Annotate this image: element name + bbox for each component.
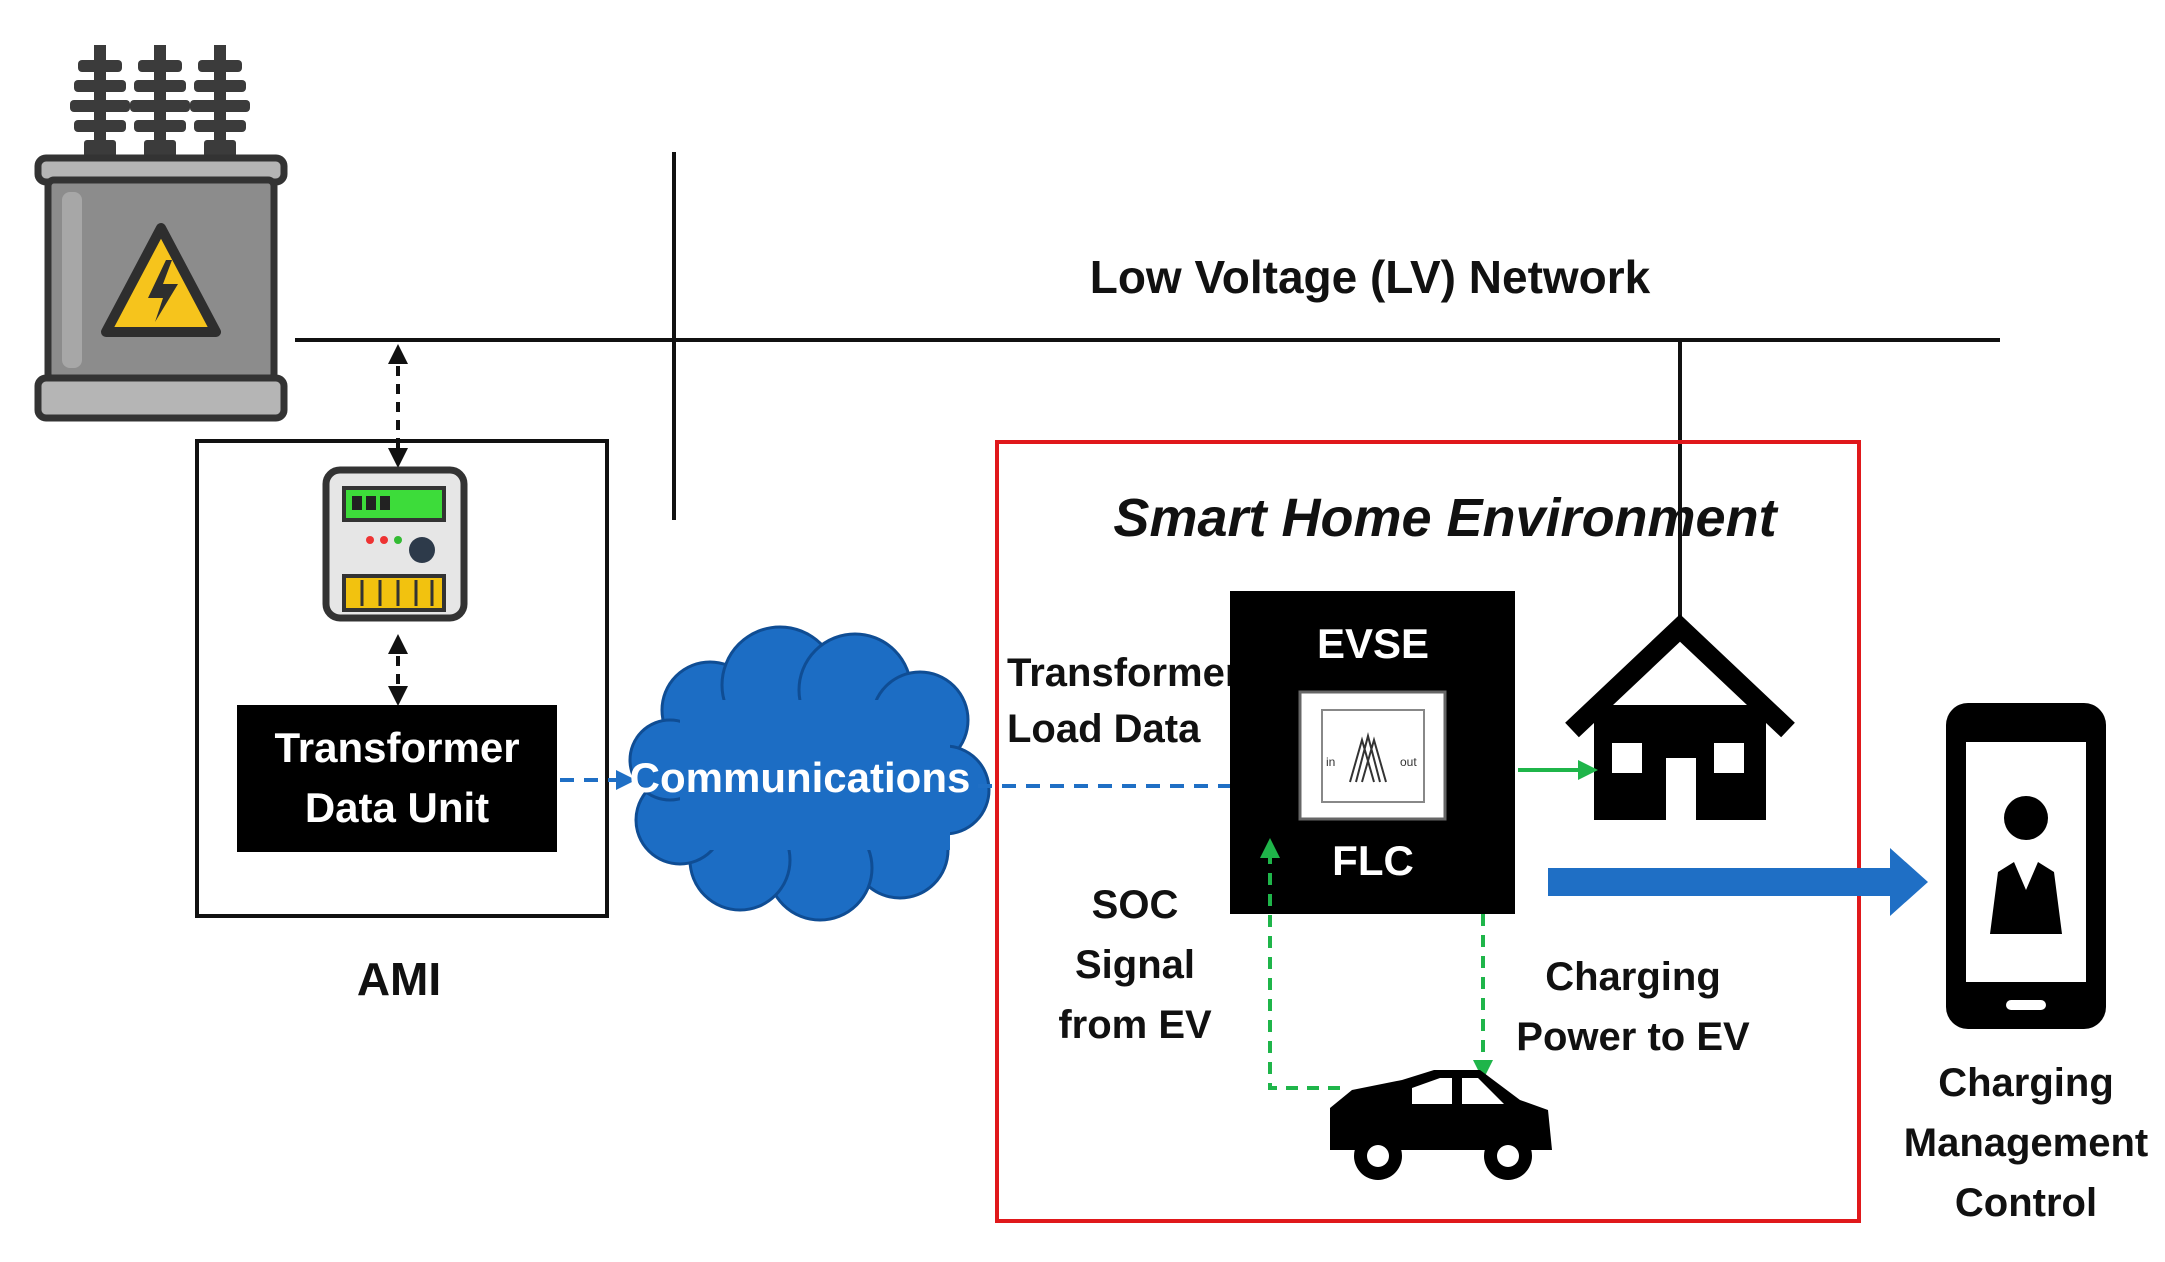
phone-icon	[1946, 703, 2106, 1029]
transformer-data-unit	[237, 705, 557, 852]
smart-home-title: Smart Home Environment	[1113, 488, 1778, 548]
soc-label-line2: Signal	[1075, 943, 1195, 987]
smart-meter-icon	[322, 466, 468, 622]
control-label-line2: Management	[1904, 1121, 2149, 1165]
control-label-line3: Control	[1955, 1181, 2097, 1225]
ami-label: AMI	[357, 953, 441, 1005]
charging-power-label-line1: Charging	[1545, 955, 1721, 999]
flc-out-label: out	[1400, 755, 1417, 769]
control-label-line1: Charging	[1938, 1061, 2114, 1105]
flc-label: FLC	[1332, 837, 1414, 884]
transformer-data-unit-line1: Transformer	[274, 724, 519, 771]
transformer-icon	[34, 45, 288, 422]
lv-network-title: Low Voltage (LV) Network	[1090, 251, 1651, 303]
transformer-data-unit-line2: Data Unit	[305, 784, 489, 831]
control-arrow	[1548, 848, 1928, 916]
soc-label-line1: SOC	[1092, 883, 1179, 927]
flc-in-label: in	[1326, 755, 1335, 769]
charging-power-label-line2: Power to EV	[1516, 1015, 1750, 1059]
cloud-icon	[628, 625, 991, 922]
evse-label: EVSE	[1317, 620, 1429, 667]
house-icon	[1565, 614, 1795, 820]
soc-signal-link	[1260, 838, 1340, 1090]
transformer-load-label-line2: Load Data	[1007, 707, 1201, 751]
flc-block-icon: in out	[1298, 690, 1447, 821]
communications-label: Communications	[630, 754, 971, 801]
soc-label-line3: from EV	[1058, 1003, 1212, 1047]
transformer-load-label-line1: Transformer	[1007, 651, 1240, 695]
car-icon	[1330, 1070, 1552, 1180]
smart-home-box	[995, 440, 1861, 1223]
